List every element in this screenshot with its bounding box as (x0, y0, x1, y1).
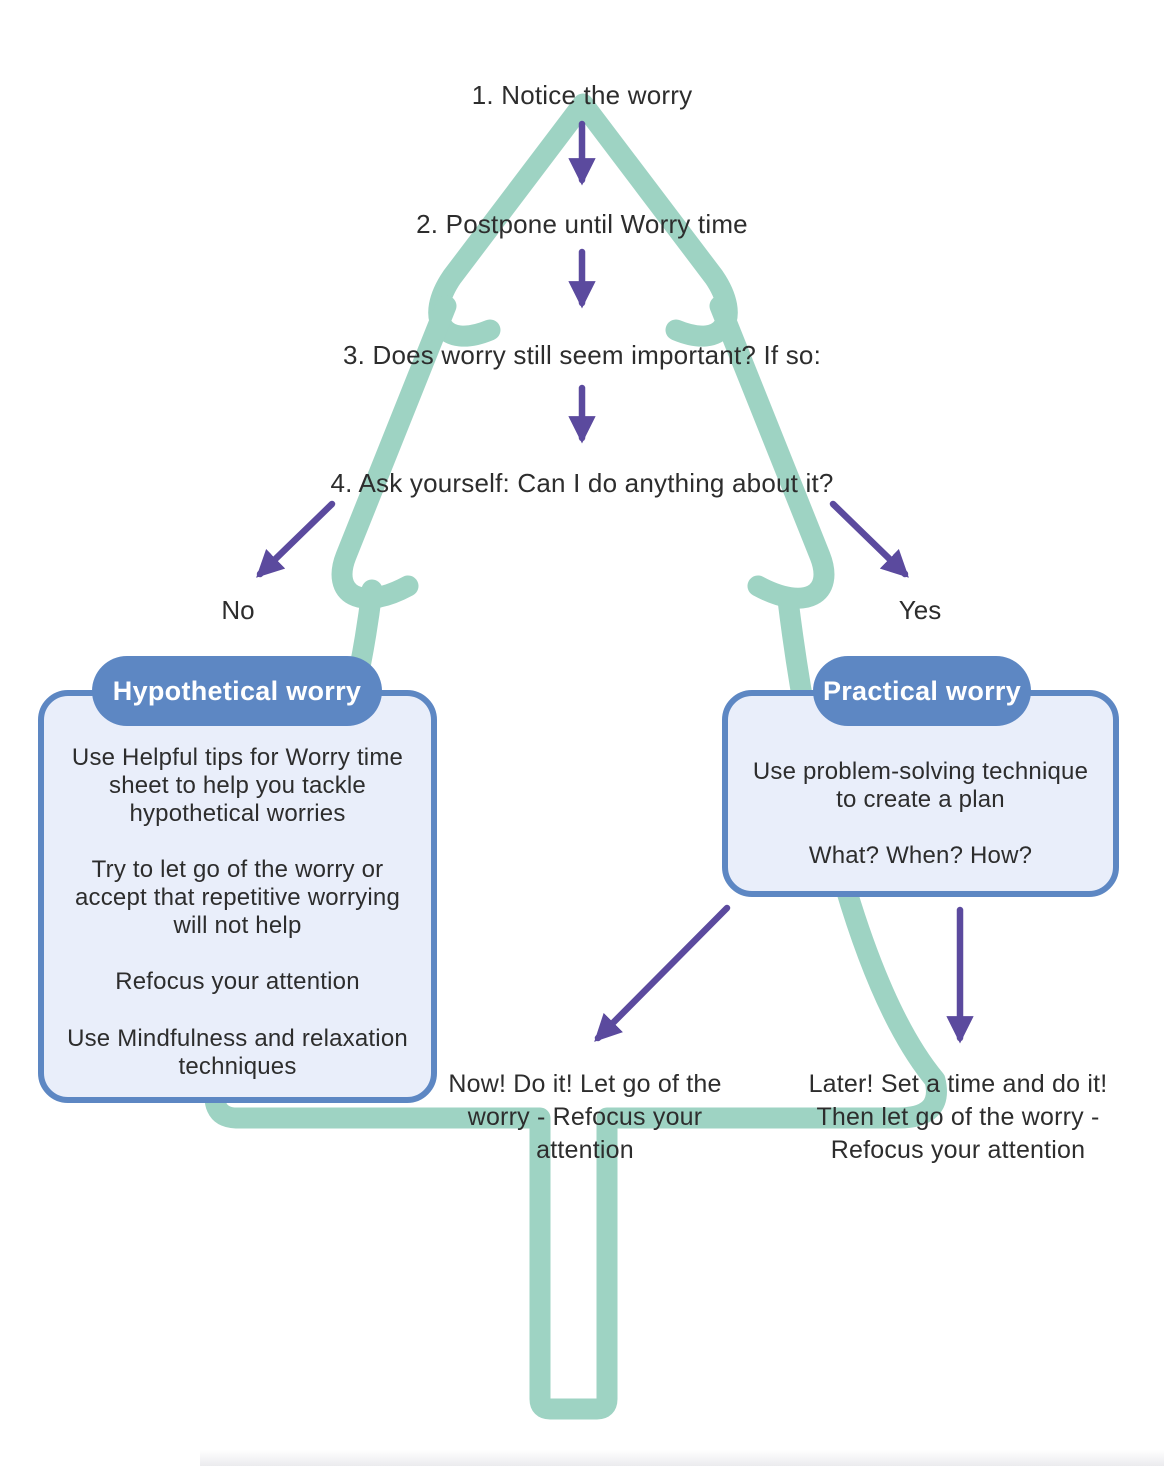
hypothetical-tip-3: Refocus your attention (115, 968, 360, 996)
practical-tip-1: Use problem-solving technique to create … (752, 758, 1089, 814)
hypothetical-tip-1: Use Helpful tips for Worry time sheet to… (71, 744, 404, 828)
practical-worry-header: Practical worry (813, 656, 1031, 726)
step-2: 2. Postpone until Worry time (416, 209, 748, 239)
step-1: 1. Notice the worry (471, 80, 693, 110)
tree-left-middle-branch (331, 295, 457, 609)
hypothetical-worry-box: Use Helpful tips for Worry time sheet to… (38, 690, 437, 1103)
step-4: 4. Ask yourself: Can I do anything about… (330, 468, 834, 498)
no-label: No (221, 595, 255, 625)
tree-apex-and-first-branches (428, 93, 738, 347)
hypothetical-tip-4: Use Mindfulness and relaxation technique… (67, 1024, 408, 1080)
outcome-now: Now! Do it! Let go of the worry - Refocu… (448, 1070, 722, 1164)
tree-right-middle-branch (709, 295, 835, 609)
hypothetical-tip-2: Try to let go of the worry or accept tha… (74, 856, 401, 940)
hypothetical-worry-header: Hypothetical worry (92, 656, 382, 726)
page-bottom-edge (200, 1450, 1164, 1466)
step-3: 3. Does worry still seem important? If s… (343, 340, 821, 370)
yes-label: Yes (898, 595, 942, 625)
outcome-later: Later! Set a time and do it! Then let go… (808, 1070, 1108, 1164)
practical-tip-2: What? When? How? (808, 842, 1033, 870)
